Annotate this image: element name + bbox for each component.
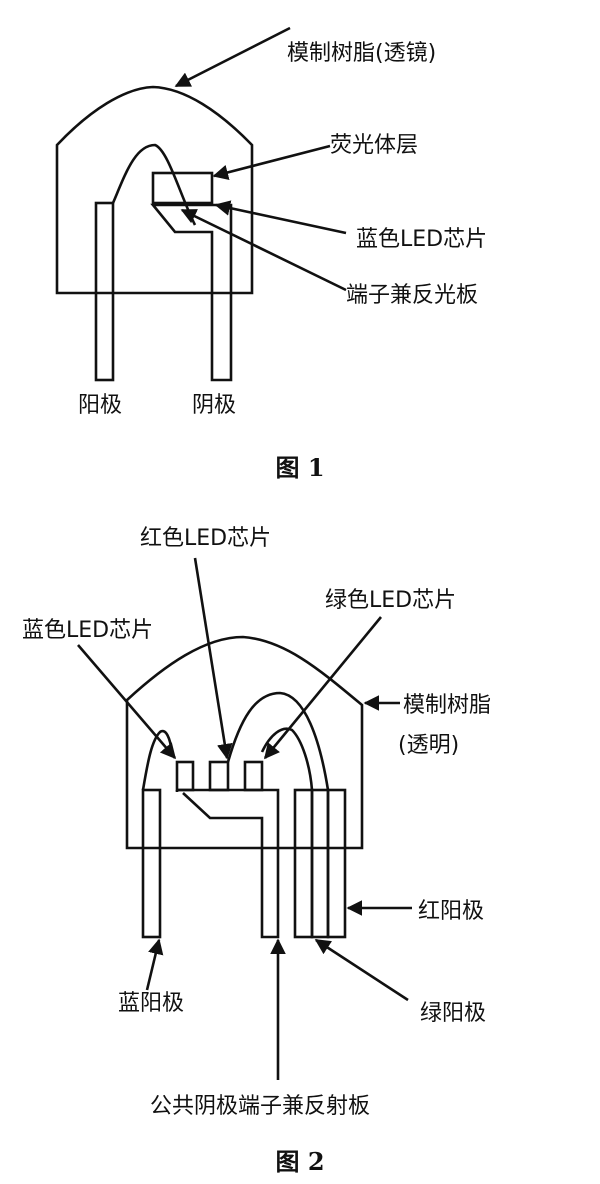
label-phosphor: 荧光体层 [330,133,418,158]
label-resin-note: (透明) [398,733,459,758]
label-green-chip: 绿色LED芯片 [325,588,456,613]
green-anode-lead [293,788,314,939]
red-bond-wire [226,691,330,791]
resin-lens-body [55,85,254,295]
figure-2-rgb-led: 红色LED芯片 绿色LED芯片 蓝色LED芯片 模制树脂 (透明) 红阳极 蓝阳… [22,526,491,1176]
label-anode: 阳极 [78,393,122,418]
arrow-blue-anode [145,938,164,991]
resin-body [125,635,364,850]
label-resin: 模制树脂 [403,693,491,718]
middle-anode-lead [310,788,330,939]
red-anode-lead [326,788,347,939]
anode-lead [94,201,115,382]
blue-bond-wire [141,729,174,791]
arrow-green-anode [314,938,409,1002]
arrow-green-chip [263,616,383,760]
blue-led-chip [175,760,195,792]
common-cathode-reflector [177,788,280,939]
green-bond-wire [260,727,314,791]
figure-1-caption: 图 1 [275,453,324,482]
label-blue-anode: 蓝阳极 [118,991,184,1016]
bond-wire [111,143,197,226]
label-red-chip: 红色LED芯片 [140,526,271,551]
green-led-chip [243,760,264,792]
blue-led-chip [152,172,213,204]
label-cathode: 阴极 [192,393,236,418]
label-red-anode: 红阳极 [418,899,484,924]
arrow-reflector [180,208,347,292]
arrow-red-chip [193,557,233,760]
blue-anode-lead [141,788,162,939]
label-blue-chip: 蓝色LED芯片 [22,618,153,643]
arrow-blue-chip [77,644,177,760]
label-blue-chip: 蓝色LED芯片 [356,227,487,252]
arrow-resin-lens [174,26,291,88]
label-resin-lens: 模制树脂(透镜) [287,41,436,66]
label-reflector: 端子兼反光板 [346,283,478,308]
label-green-anode: 绿阳极 [420,1001,486,1026]
figure-2-caption: 图 2 [275,1147,324,1176]
figure-1-white-led: 模制树脂(透镜) 荧光体层 蓝色LED芯片 端子兼反光板 阳极 阴极 图 1 [55,26,487,482]
arrow-blue-chip [214,200,347,235]
arrow-phosphor [212,144,331,181]
red-led-chip [208,760,230,792]
label-common-cathode: 公共阴极端子兼反射板 [150,1094,370,1119]
